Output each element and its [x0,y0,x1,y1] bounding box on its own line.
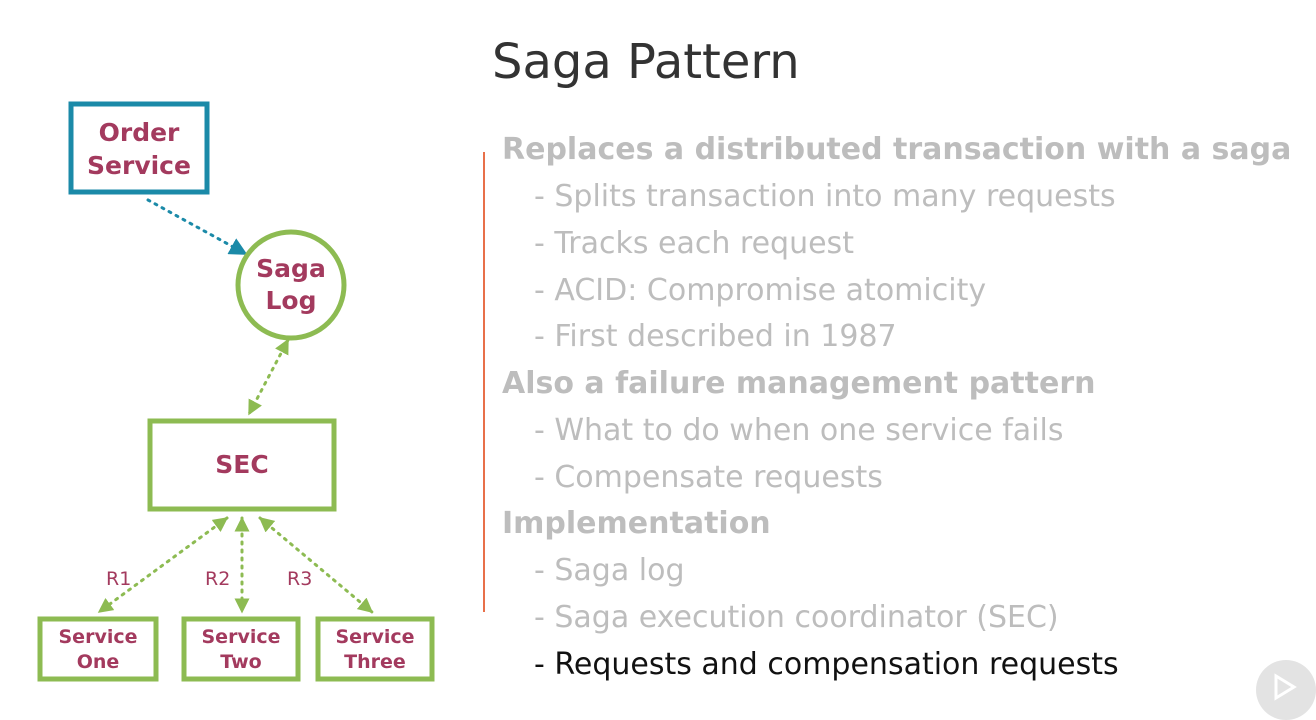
bullet-item: - Saga log [534,553,685,588]
node-service-three-line1: Service [336,626,415,648]
node-order-service: Order Service [68,101,210,195]
bullet-item: - First described in 1987 [534,319,897,354]
node-service-three: Service Three [315,616,435,682]
edge-sec-service-three [258,516,374,614]
edge-label-r1: R1 [106,568,131,590]
node-sec-label: SEC [215,450,268,479]
node-service-two: Service Two [181,616,301,682]
edge-saga-log-sec [247,338,290,416]
bullet-item: - Tracks each request [534,226,854,261]
bullet-item: - Splits transaction into many requests [534,179,1116,214]
bullet-heading-saga: Replaces a distributed transaction with … [502,132,1292,167]
slide-title: Saga Pattern [492,34,800,90]
node-service-one: Service One [37,616,159,682]
bullet-heading-implementation: Implementation [502,506,771,541]
edge-order-to-saga-log [146,198,248,256]
edge-label-r2: R2 [205,568,230,590]
bullet-item: - What to do when one service fails [534,413,1064,448]
node-saga-log-line2: Log [265,286,316,315]
edge-sec-service-one [97,516,229,614]
bullet-item: - Compensate requests [534,460,883,495]
node-order-service-line1: Order [99,118,180,147]
node-order-service-line2: Service [87,151,191,180]
saga-diagram: R1 R2 R3 Order Service Saga Log SEC Serv… [37,101,435,682]
bullet-item-active: - Requests and compensation requests [534,647,1119,682]
node-service-two-line1: Service [202,626,281,648]
bullet-item: - Saga execution coordinator (SEC) [534,600,1059,635]
edge-label-r3: R3 [287,568,312,590]
player-logo-icon [1256,660,1316,720]
node-service-three-line2: Three [344,651,406,673]
node-saga-log: Saga Log [235,229,347,341]
node-service-two-line2: Two [220,651,261,673]
node-saga-log-line1: Saga [256,254,326,283]
node-service-one-line1: Service [59,626,138,648]
accent-divider [483,152,485,612]
bullet-item: - ACID: Compromise atomicity [534,273,987,308]
play-icon [1274,673,1297,701]
bullet-heading-failure: Also a failure management pattern [502,366,1096,401]
node-service-one-line2: One [77,651,120,673]
node-sec: SEC [147,418,337,512]
